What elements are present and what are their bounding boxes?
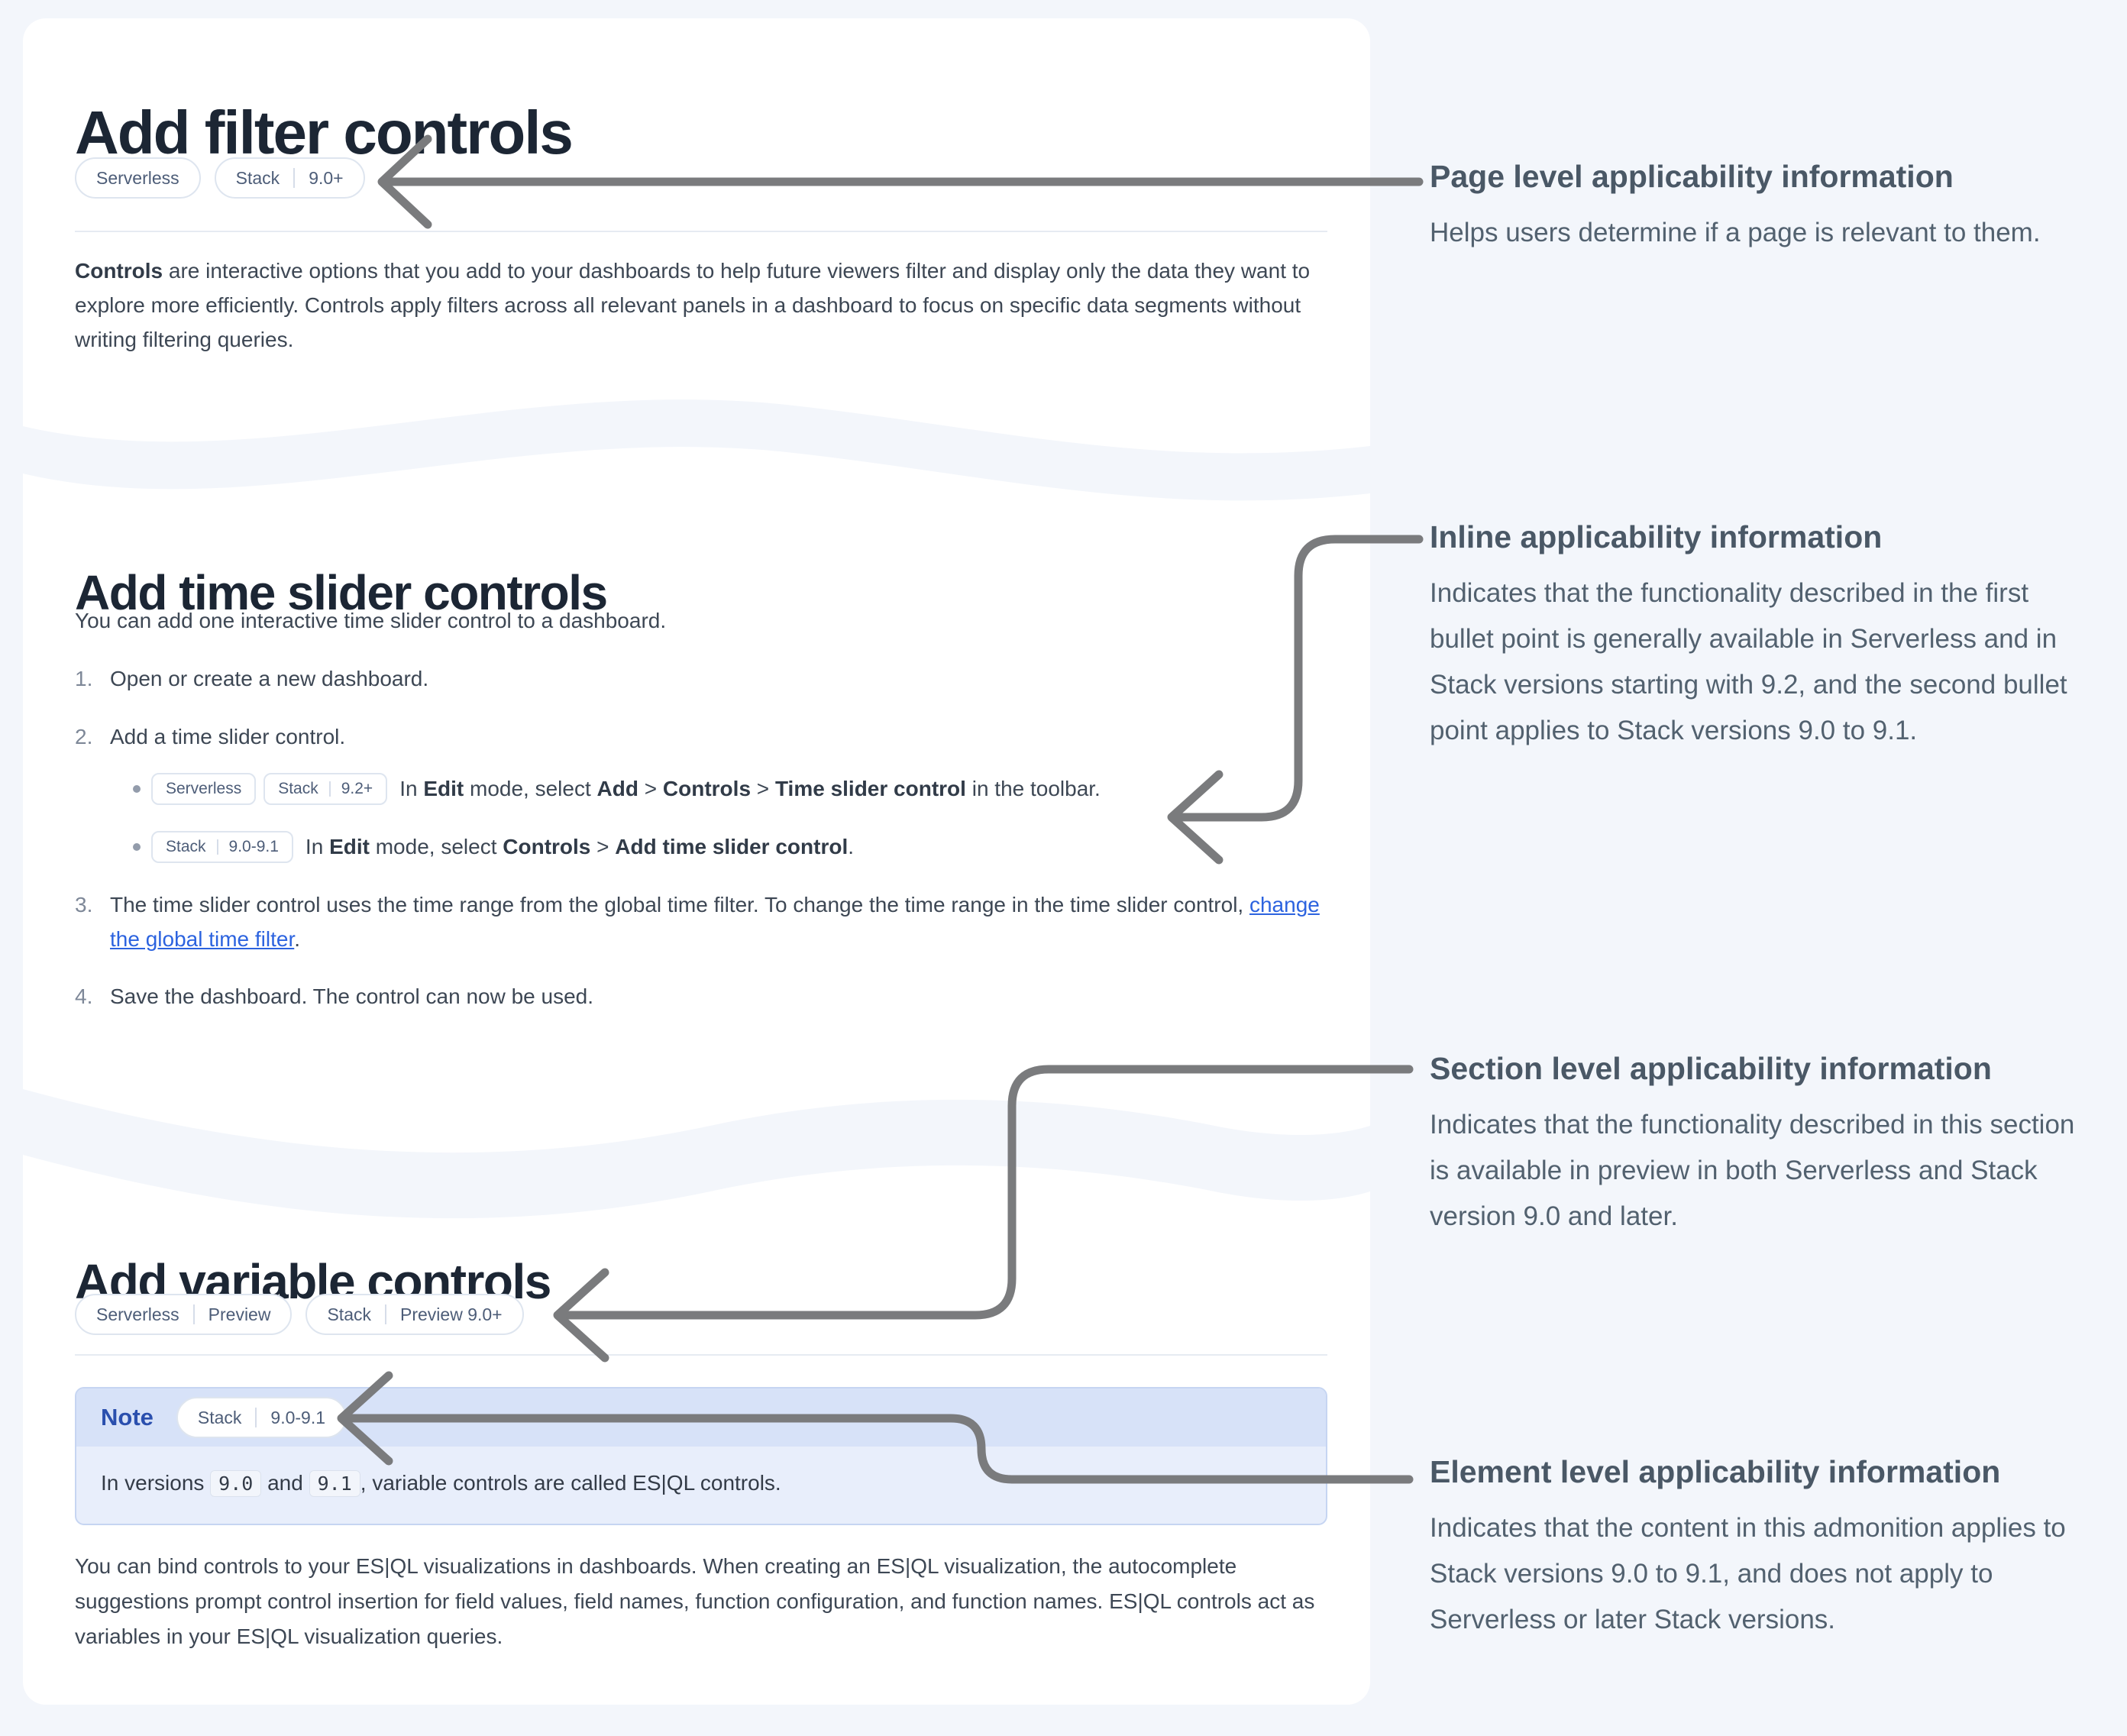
annotation-title: Element level applicability information [1430,1454,2001,1489]
inline-link[interactable]: change the global time filter [110,893,1320,951]
list-item: 4. Save the dashboard. The control can n… [75,979,1320,1013]
badge-segment-label: 9.0-9.1 [270,1407,326,1427]
inline-code: 9.0 [210,1470,262,1497]
annotation-body: Helps users determine if a page is relev… [1430,218,2041,248]
section-badges: Serverless Preview Stack Preview 9.0+ [75,1294,524,1335]
text: The time slider control uses the time ra… [110,893,1249,916]
text: > [638,777,663,800]
badge-segment-label: 9.0+ [309,167,344,188]
list-item: 2. Add a time slider control. [75,719,1320,754]
bold-text: Controls [503,835,591,858]
list-marker: 1. [75,667,93,690]
annotation-body: Indicates that the content in this admon… [1430,1513,2066,1635]
bold-text: Edit [423,777,464,800]
bold-text: Add [596,777,638,800]
badge-divider [255,1408,257,1427]
note-admonition: Note Stack 9.0-9.1 In versions 9.0 and 9.… [75,1387,1327,1525]
badge-divider [293,168,296,188]
text: Add a time slider control. [110,725,346,748]
annotation-title: Inline applicability information [1430,519,1883,554]
list-marker: 2. [75,725,93,748]
badge-segment-label: 9.2+ [341,780,373,797]
annotation-title: Section level applicability information [1430,1051,1992,1086]
section-title-time-slider: Add time slider controls [75,565,608,621]
section-divider [75,231,1327,232]
annotation-section-level: Section level applicability information … [1430,1049,2102,1240]
badge-segment-label: 9.0-9.1 [228,838,279,855]
page-badges: Serverless Stack 9.0+ [75,157,365,199]
text: , variable controls are called ES|QL con… [360,1471,781,1495]
applicability-badge[interactable]: Stack 9.0+ [214,157,365,199]
applicability-badge[interactable]: Stack 9.0-9.1 [151,831,293,863]
badge-divider [192,1304,195,1324]
list-item: Serverless Stack 9.2+ In Edit mode, select… [133,773,1101,805]
badge-segment-label: Stack [235,167,280,188]
badge-segment-label: Preview 9.0+ [400,1304,503,1324]
text: . [294,927,301,951]
annotation-element-level: Element level applicability information … [1430,1453,2102,1643]
time-slider-intro: You can add one interactive time slider … [75,609,667,632]
note-header: Note Stack 9.0-9.1 [76,1388,1326,1447]
note-body: In versions 9.0 and 9.1, variable contro… [76,1447,1326,1524]
note-label: Note [101,1404,154,1431]
badge-segment-label: Serverless [166,780,242,797]
applicability-badge[interactable]: Stack Preview 9.0+ [305,1294,524,1335]
list-item: 1. Open or create a new dashboard. [75,661,1320,696]
list-item: Stack 9.0-9.1 In Edit mode, select Contro… [133,831,854,863]
bullet-icon [133,843,141,851]
badge-segment-label: Serverless [96,167,179,188]
applicability-badge[interactable]: Stack 9.2+ [263,773,388,805]
inline-code: 9.1 [309,1470,360,1497]
text: Save the dashboard. The control can now … [110,984,594,1008]
annotation-body: Indicates that the functionality describ… [1430,578,2067,746]
text: Open or create a new dashboard. [110,667,429,690]
annotation-page-level: Page level applicability information Hel… [1430,157,2102,256]
text: In [399,777,424,800]
bold-text: Controls [662,777,752,800]
text: > [751,777,775,800]
annotation-body: Indicates that the functionality describ… [1430,1110,2075,1232]
applicability-badge[interactable]: Stack 9.0-9.1 [176,1397,347,1438]
badge-segment-label: Stack [327,1304,371,1324]
badge-segment-label: Preview [208,1304,271,1324]
bold-text: Controls [75,259,163,283]
variable-outro-paragraph: You can bind controls to your ES|QL visu… [75,1554,1315,1648]
text: are interactive options that you add to … [75,259,1311,351]
list-marker: 3. [75,893,93,916]
list-marker: 4. [75,984,93,1008]
applicability-badge[interactable]: Serverless Preview [75,1294,293,1335]
annotation-inline-level: Inline applicability information Indicat… [1430,518,2102,754]
applicability-badge[interactable]: Serverless [75,157,201,199]
applicability-badge[interactable]: Serverless [151,773,257,805]
annotation-title: Page level applicability information [1430,159,1954,194]
text: mode, select [464,777,597,800]
bold-text: Time slider control [774,777,966,800]
inline-badges: Serverless Stack 9.2+ [151,773,388,805]
bullet-icon [133,785,141,793]
text: > [590,835,616,858]
text: mode, select [369,835,503,858]
text: In [305,835,330,858]
list-item: 3. The time slider control uses the time… [75,887,1320,956]
badge-segment-label: Serverless [96,1304,179,1324]
page-title: Add filter controls [75,98,574,166]
intro-paragraph: Controls are interactive options that yo… [75,254,1320,357]
badge-segment-label: Stack [278,780,318,797]
bold-text: Add time slider control [615,835,849,858]
text: In versions [101,1471,211,1495]
text: . [848,835,855,858]
note-badges: Stack 9.0-9.1 [176,1397,347,1438]
badge-divider [328,781,331,797]
text: and [261,1471,309,1495]
badge-segment-label: Stack [197,1407,242,1427]
badge-divider [385,1304,386,1324]
badge-segment-label: Stack [166,838,206,855]
section-divider [75,1354,1327,1356]
badge-divider [216,839,218,855]
bold-text: Edit [329,835,370,858]
text: in the toolbar. [965,777,1101,800]
inline-badges: Stack 9.0-9.1 [151,831,293,863]
